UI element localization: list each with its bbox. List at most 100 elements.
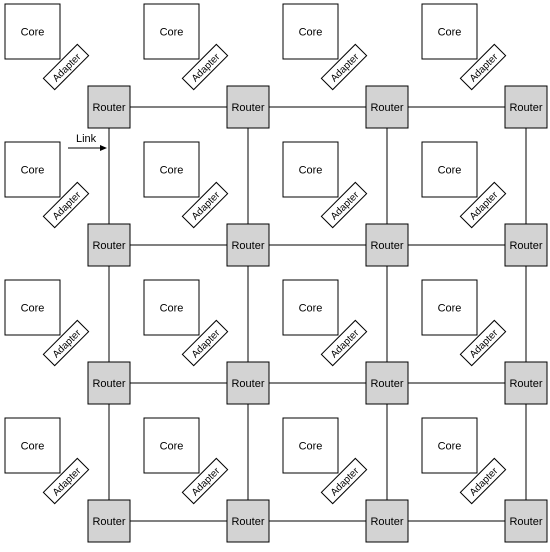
router-label: Router: [231, 240, 264, 252]
core-node: Core: [421, 141, 478, 198]
core-label: Core: [160, 303, 184, 315]
router-box: [504, 85, 548, 129]
core-node: Core: [282, 279, 339, 336]
router-label: Router: [509, 378, 542, 390]
router-box: [504, 499, 548, 543]
router-label: Router: [509, 240, 542, 252]
core-box: [4, 417, 61, 474]
core-node: Core: [282, 417, 339, 474]
link-annotation-label: Link: [76, 133, 97, 145]
core-box: [282, 141, 339, 198]
core-box: [282, 417, 339, 474]
core-label: Core: [21, 441, 45, 453]
core-label: Core: [299, 303, 323, 315]
adapter-box: [42, 181, 90, 229]
core-label: Core: [299, 165, 323, 177]
core-label: Core: [21, 303, 45, 315]
router-label: Router: [370, 378, 403, 390]
router-box: [504, 223, 548, 267]
core-box: [421, 141, 478, 198]
core-node: Core: [143, 279, 200, 336]
router-node: Router: [504, 499, 548, 543]
router-node: Router: [365, 499, 409, 543]
adapter-box: [181, 457, 229, 505]
router-box: [365, 499, 409, 543]
router-node: Router: [365, 361, 409, 405]
core-node: Core: [143, 141, 200, 198]
core-node: Core: [143, 3, 200, 60]
core-node: Core: [4, 3, 61, 60]
core-label: Core: [438, 27, 462, 39]
core-node: Core: [421, 417, 478, 474]
adapter-box: [42, 319, 90, 367]
core-label: Core: [160, 27, 184, 39]
router-node: Router: [226, 499, 270, 543]
adapter-box: [459, 43, 507, 91]
core-label: Core: [21, 165, 45, 177]
router-box: [504, 361, 548, 405]
links-layer: [108, 106, 527, 522]
core-label: Core: [299, 27, 323, 39]
router-label: Router: [509, 516, 542, 528]
router-node: Router: [365, 223, 409, 267]
router-label: Router: [231, 102, 264, 114]
core-box: [421, 3, 478, 60]
router-node: Router: [365, 85, 409, 129]
core-box: [4, 141, 61, 198]
core-label: Core: [438, 165, 462, 177]
adapter-box: [320, 319, 368, 367]
nodes-layer: CoreAdapterRouterCoreAdapterRouterCoreAd…: [4, 3, 548, 543]
adapter-box: [459, 457, 507, 505]
router-label: Router: [92, 102, 125, 114]
adapter-box: [42, 457, 90, 505]
core-label: Core: [21, 27, 45, 39]
router-box: [226, 361, 270, 405]
router-box: [365, 223, 409, 267]
core-node: Core: [421, 279, 478, 336]
core-box: [143, 417, 200, 474]
core-box: [143, 3, 200, 60]
link-annotation-arrowhead: [100, 145, 107, 151]
router-label: Router: [370, 240, 403, 252]
core-box: [4, 3, 61, 60]
core-node: Core: [282, 141, 339, 198]
router-box: [87, 361, 131, 405]
router-node: Router: [226, 85, 270, 129]
core-label: Core: [299, 441, 323, 453]
router-box: [226, 499, 270, 543]
router-node: Router: [87, 223, 131, 267]
router-box: [87, 223, 131, 267]
core-label: Core: [160, 165, 184, 177]
adapter-box: [320, 457, 368, 505]
core-node: Core: [143, 417, 200, 474]
router-node: Router: [504, 85, 548, 129]
router-box: [365, 361, 409, 405]
router-node: Router: [504, 361, 548, 405]
adapter-box: [42, 43, 90, 91]
router-label: Router: [92, 516, 125, 528]
core-box: [4, 279, 61, 336]
core-label: Core: [438, 303, 462, 315]
core-node: Core: [4, 279, 61, 336]
adapter-box: [181, 319, 229, 367]
adapter-box: [181, 43, 229, 91]
adapter-box: [459, 319, 507, 367]
router-box: [226, 223, 270, 267]
core-box: [421, 279, 478, 336]
router-node: Router: [504, 223, 548, 267]
router-box: [226, 85, 270, 129]
router-label: Router: [92, 378, 125, 390]
core-box: [143, 141, 200, 198]
adapter-box: [459, 181, 507, 229]
core-node: Core: [282, 3, 339, 60]
core-box: [143, 279, 200, 336]
router-node: Router: [226, 361, 270, 405]
router-label: Router: [370, 516, 403, 528]
core-node: Core: [421, 3, 478, 60]
core-box: [282, 3, 339, 60]
adapter-box: [181, 181, 229, 229]
annotation-layer: Link: [68, 133, 107, 151]
core-label: Core: [438, 441, 462, 453]
